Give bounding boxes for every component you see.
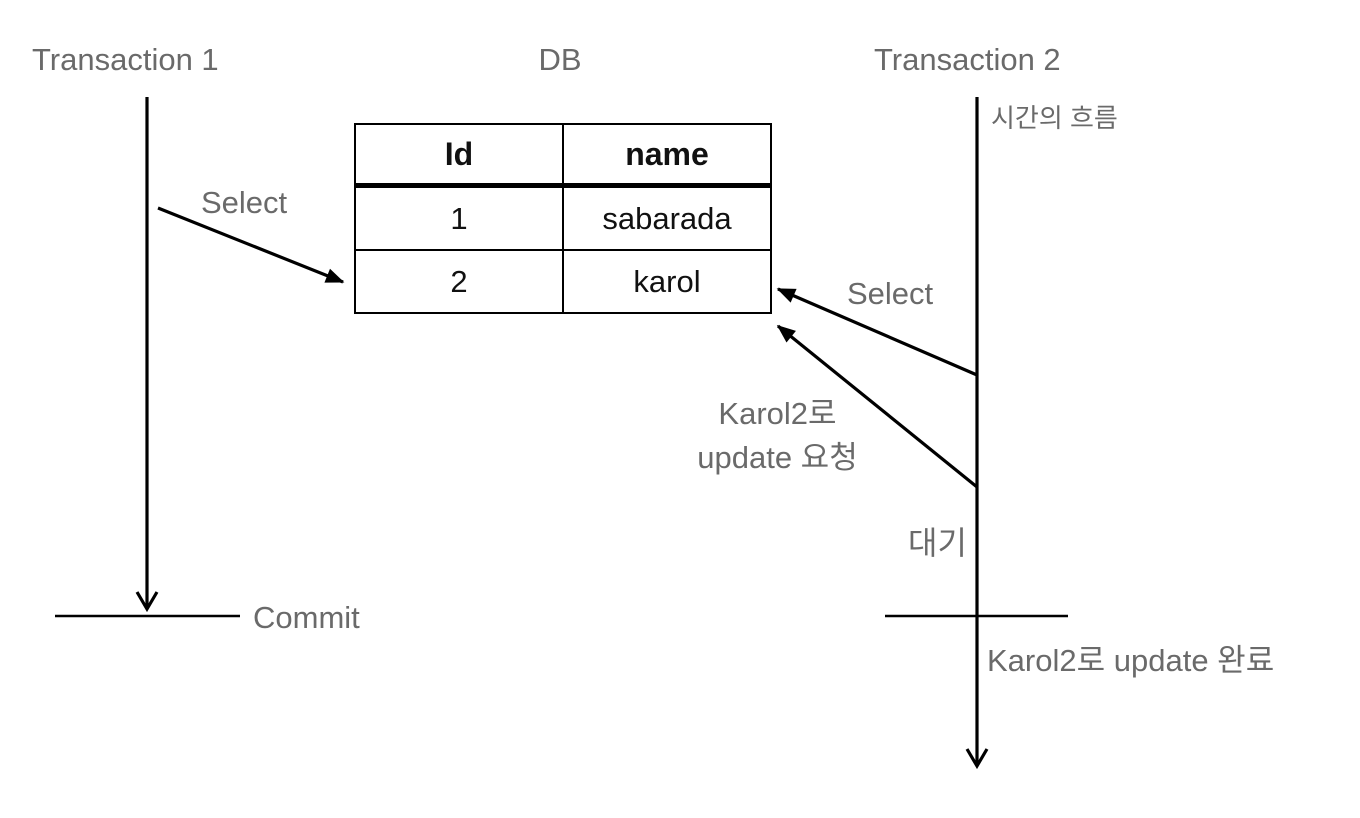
select-label-transaction2: Select	[847, 276, 934, 311]
wait-label: 대기	[908, 525, 967, 561]
select-label-transaction1: Select	[201, 185, 288, 220]
table-row: 2 karol	[354, 249, 772, 314]
time-flow-label: 시간의 흐름	[991, 103, 1118, 133]
update-done-label: Karol2로 update 완료	[987, 643, 1275, 678]
db-table-header-name: name	[562, 123, 772, 188]
update-request-label: Karol2로 update 요청	[665, 392, 890, 480]
db-table-header-row: Id name	[354, 123, 772, 188]
db-table-cell-row1-id: 1	[354, 184, 564, 251]
select-arrow-transaction2	[776, 287, 978, 377]
select-arrow-transaction1	[157, 206, 345, 284]
db-table-cell-row2-id: 2	[354, 249, 564, 314]
update-request-arrow-transaction2	[776, 324, 979, 489]
update-request-line1: Karol2로	[718, 396, 837, 431]
commit-label: Commit	[253, 600, 360, 635]
db-table-header-id: Id	[354, 123, 564, 188]
db-table: Id name 1 sabarada 2 karol	[354, 123, 772, 314]
table-row: 1 sabarada	[354, 184, 772, 251]
transaction2-title: Transaction 2	[874, 42, 1061, 77]
db-title: DB	[538, 42, 582, 77]
transaction1-title: Transaction 1	[32, 42, 219, 77]
update-request-line2: update 요청	[697, 440, 858, 476]
db-table-cell-row2-name: karol	[562, 249, 772, 314]
db-table-cell-row1-name: sabarada	[562, 184, 772, 251]
